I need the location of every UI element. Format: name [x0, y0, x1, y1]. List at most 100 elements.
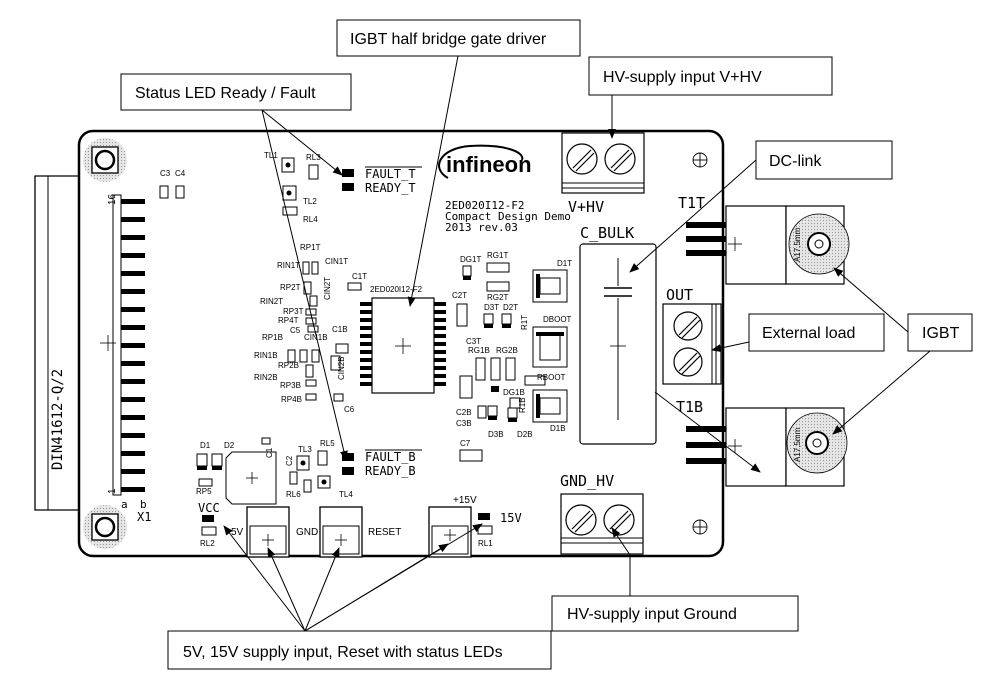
svg-text:D2B: D2B [517, 430, 533, 439]
vhv-label: V+HV [568, 198, 604, 216]
svg-text:RP2T: RP2T [280, 283, 301, 292]
mounting-hole-top-left [83, 138, 127, 182]
igbt-t1t: T1T A17,5mm [678, 194, 850, 285]
callout-gate-driver: IGBT half bridge gate driver [336, 19, 581, 57]
svg-text:RG1B: RG1B [468, 346, 490, 355]
fault-b-label: FAULT_B [365, 450, 416, 464]
ready-t-label: READY_T [365, 181, 416, 195]
svg-text:C3T: C3T [466, 337, 481, 346]
caps-c3-c4: C3 C4 [159, 169, 186, 199]
callout-igbt: IGBT [907, 313, 973, 352]
callout-hv-input: HV-supply input V+HV [588, 56, 833, 96]
svg-text:C6: C6 [344, 405, 355, 414]
svg-text:TL4: TL4 [339, 490, 353, 499]
svg-text:a: a [121, 498, 128, 511]
board-info: 2ED020I12-F2 Compact Design Demo 2013 re… [445, 199, 571, 234]
svg-text:IGBT: IGBT [922, 325, 960, 342]
out-label: OUT [666, 286, 693, 304]
svg-text:A17,5mm: A17,5mm [793, 227, 802, 262]
supply-area: D1 D2 RP5 C1 C2 TL3 RL5 RL6 TL4 FAULT_B … [196, 437, 422, 505]
svg-text:TL3: TL3 [298, 445, 312, 454]
svg-text:RL5: RL5 [320, 439, 335, 448]
svg-text:C1B: C1B [332, 325, 348, 334]
svg-text:RP2B: RP2B [278, 361, 299, 370]
svg-text:RG2B: RG2B [496, 346, 518, 355]
svg-text:C7: C7 [460, 439, 471, 448]
svg-text:RIN1T: RIN1T [277, 261, 300, 270]
c-bulk-label: C_BULK [580, 224, 634, 242]
svg-text:IGBT half bridge gate driver: IGBT half bridge gate driver [350, 31, 547, 48]
terminal-vhv: V+HV [561, 132, 645, 216]
brand-text: infineon [446, 152, 532, 177]
svg-text:RP5: RP5 [196, 487, 212, 496]
terminal-out: OUT [662, 286, 722, 385]
svg-text:C2B: C2B [456, 408, 472, 417]
power-diodes: D1T DBOOT D1B [532, 259, 572, 433]
svg-text:C5: C5 [290, 326, 301, 335]
svg-text:1: 1 [107, 488, 118, 494]
svg-text:RL1: RL1 [478, 539, 493, 548]
status-leds-top: TL1 RL3 TL2 RL4 FAULT_T READY_T [264, 151, 422, 224]
15v-label: 15V [500, 511, 522, 525]
svg-text:DBOOT: DBOOT [543, 315, 572, 324]
svg-text:C2T: C2T [452, 291, 467, 300]
svg-text:RL3: RL3 [306, 153, 321, 162]
t1t-label: T1T [678, 194, 705, 212]
mount-marks [692, 152, 708, 535]
svg-text:RIN1B: RIN1B [254, 351, 278, 360]
supply-connectors: VCC RL2 5V GND RESET +15V 15V RL1 [198, 495, 522, 558]
igbt-t1b: T1B A17,5mm [676, 398, 848, 487]
svg-text:CIN1B: CIN1B [304, 333, 328, 342]
svg-text:RP1T: RP1T [300, 243, 321, 252]
svg-text:R1B: R1B [518, 397, 527, 413]
ready-b-label: READY_B [365, 464, 416, 478]
svg-text:R1T: R1T [520, 315, 529, 330]
reset-label: RESET [368, 527, 401, 538]
callout-external-load: External load [748, 313, 885, 352]
svg-text:DG1B: DG1B [503, 388, 525, 397]
callout-status-led: Status LED Ready / Fault [120, 73, 352, 111]
svg-text:RP3B: RP3B [280, 381, 301, 390]
svg-text:RP4B: RP4B [281, 395, 302, 404]
svg-text:HV-supply input Ground: HV-supply input Ground [567, 606, 737, 623]
callout-arrows [223, 55, 931, 632]
svg-text:2ED020I12-F2: 2ED020I12-F2 [445, 199, 524, 212]
svg-text:b: b [140, 498, 147, 511]
15v-top-label: +15V [453, 495, 477, 506]
svg-text:D2: D2 [224, 441, 235, 450]
svg-text:D1: D1 [200, 441, 211, 450]
svg-text:C3: C3 [160, 169, 171, 178]
din-label: DIN41612-Q/2 [50, 369, 66, 470]
svg-text:TL2: TL2 [303, 197, 317, 206]
gnd-hv-label: GND_HV [560, 472, 614, 490]
svg-text:C2: C2 [285, 455, 294, 466]
gnd-label: GND [296, 527, 318, 538]
pcb-outline [77, 129, 725, 558]
svg-text:C3B: C3B [456, 419, 472, 428]
callout-supply-inputs: 5V, 15V supply input, Reset with status … [167, 630, 552, 670]
svg-text:RP3T: RP3T [283, 307, 304, 316]
svg-text:D1T: D1T [557, 259, 572, 268]
svg-text:RIN2T: RIN2T [260, 297, 283, 306]
svg-text:RP1B: RP1B [262, 333, 283, 342]
svg-text:External load: External load [762, 325, 855, 342]
svg-text:DC-link: DC-link [769, 153, 822, 170]
callout-hv-ground: HV-supply input Ground [551, 595, 799, 632]
cap-c7: C7 [459, 439, 483, 462]
x1-label: X1 [137, 510, 151, 524]
svg-text:RIN2B: RIN2B [254, 373, 278, 382]
svg-text:HV-supply input V+HV: HV-supply input V+HV [603, 69, 762, 86]
svg-text:RL2: RL2 [200, 539, 215, 548]
svg-text:D1B: D1B [550, 424, 566, 433]
svg-text:C1: C1 [265, 447, 274, 458]
svg-text:C1T: C1T [352, 272, 367, 281]
svg-text:CIN1T: CIN1T [325, 257, 348, 266]
svg-text:RL4: RL4 [303, 215, 318, 224]
svg-text:Status LED Ready / Fault: Status LED Ready / Fault [135, 85, 316, 102]
connector-pins: 16 1 a b X1 [107, 193, 151, 524]
5v-label: 5V [231, 527, 244, 538]
svg-text:DG1T: DG1T [460, 255, 481, 264]
svg-text:RG2T: RG2T [487, 293, 508, 302]
svg-text:RL6: RL6 [286, 490, 301, 499]
